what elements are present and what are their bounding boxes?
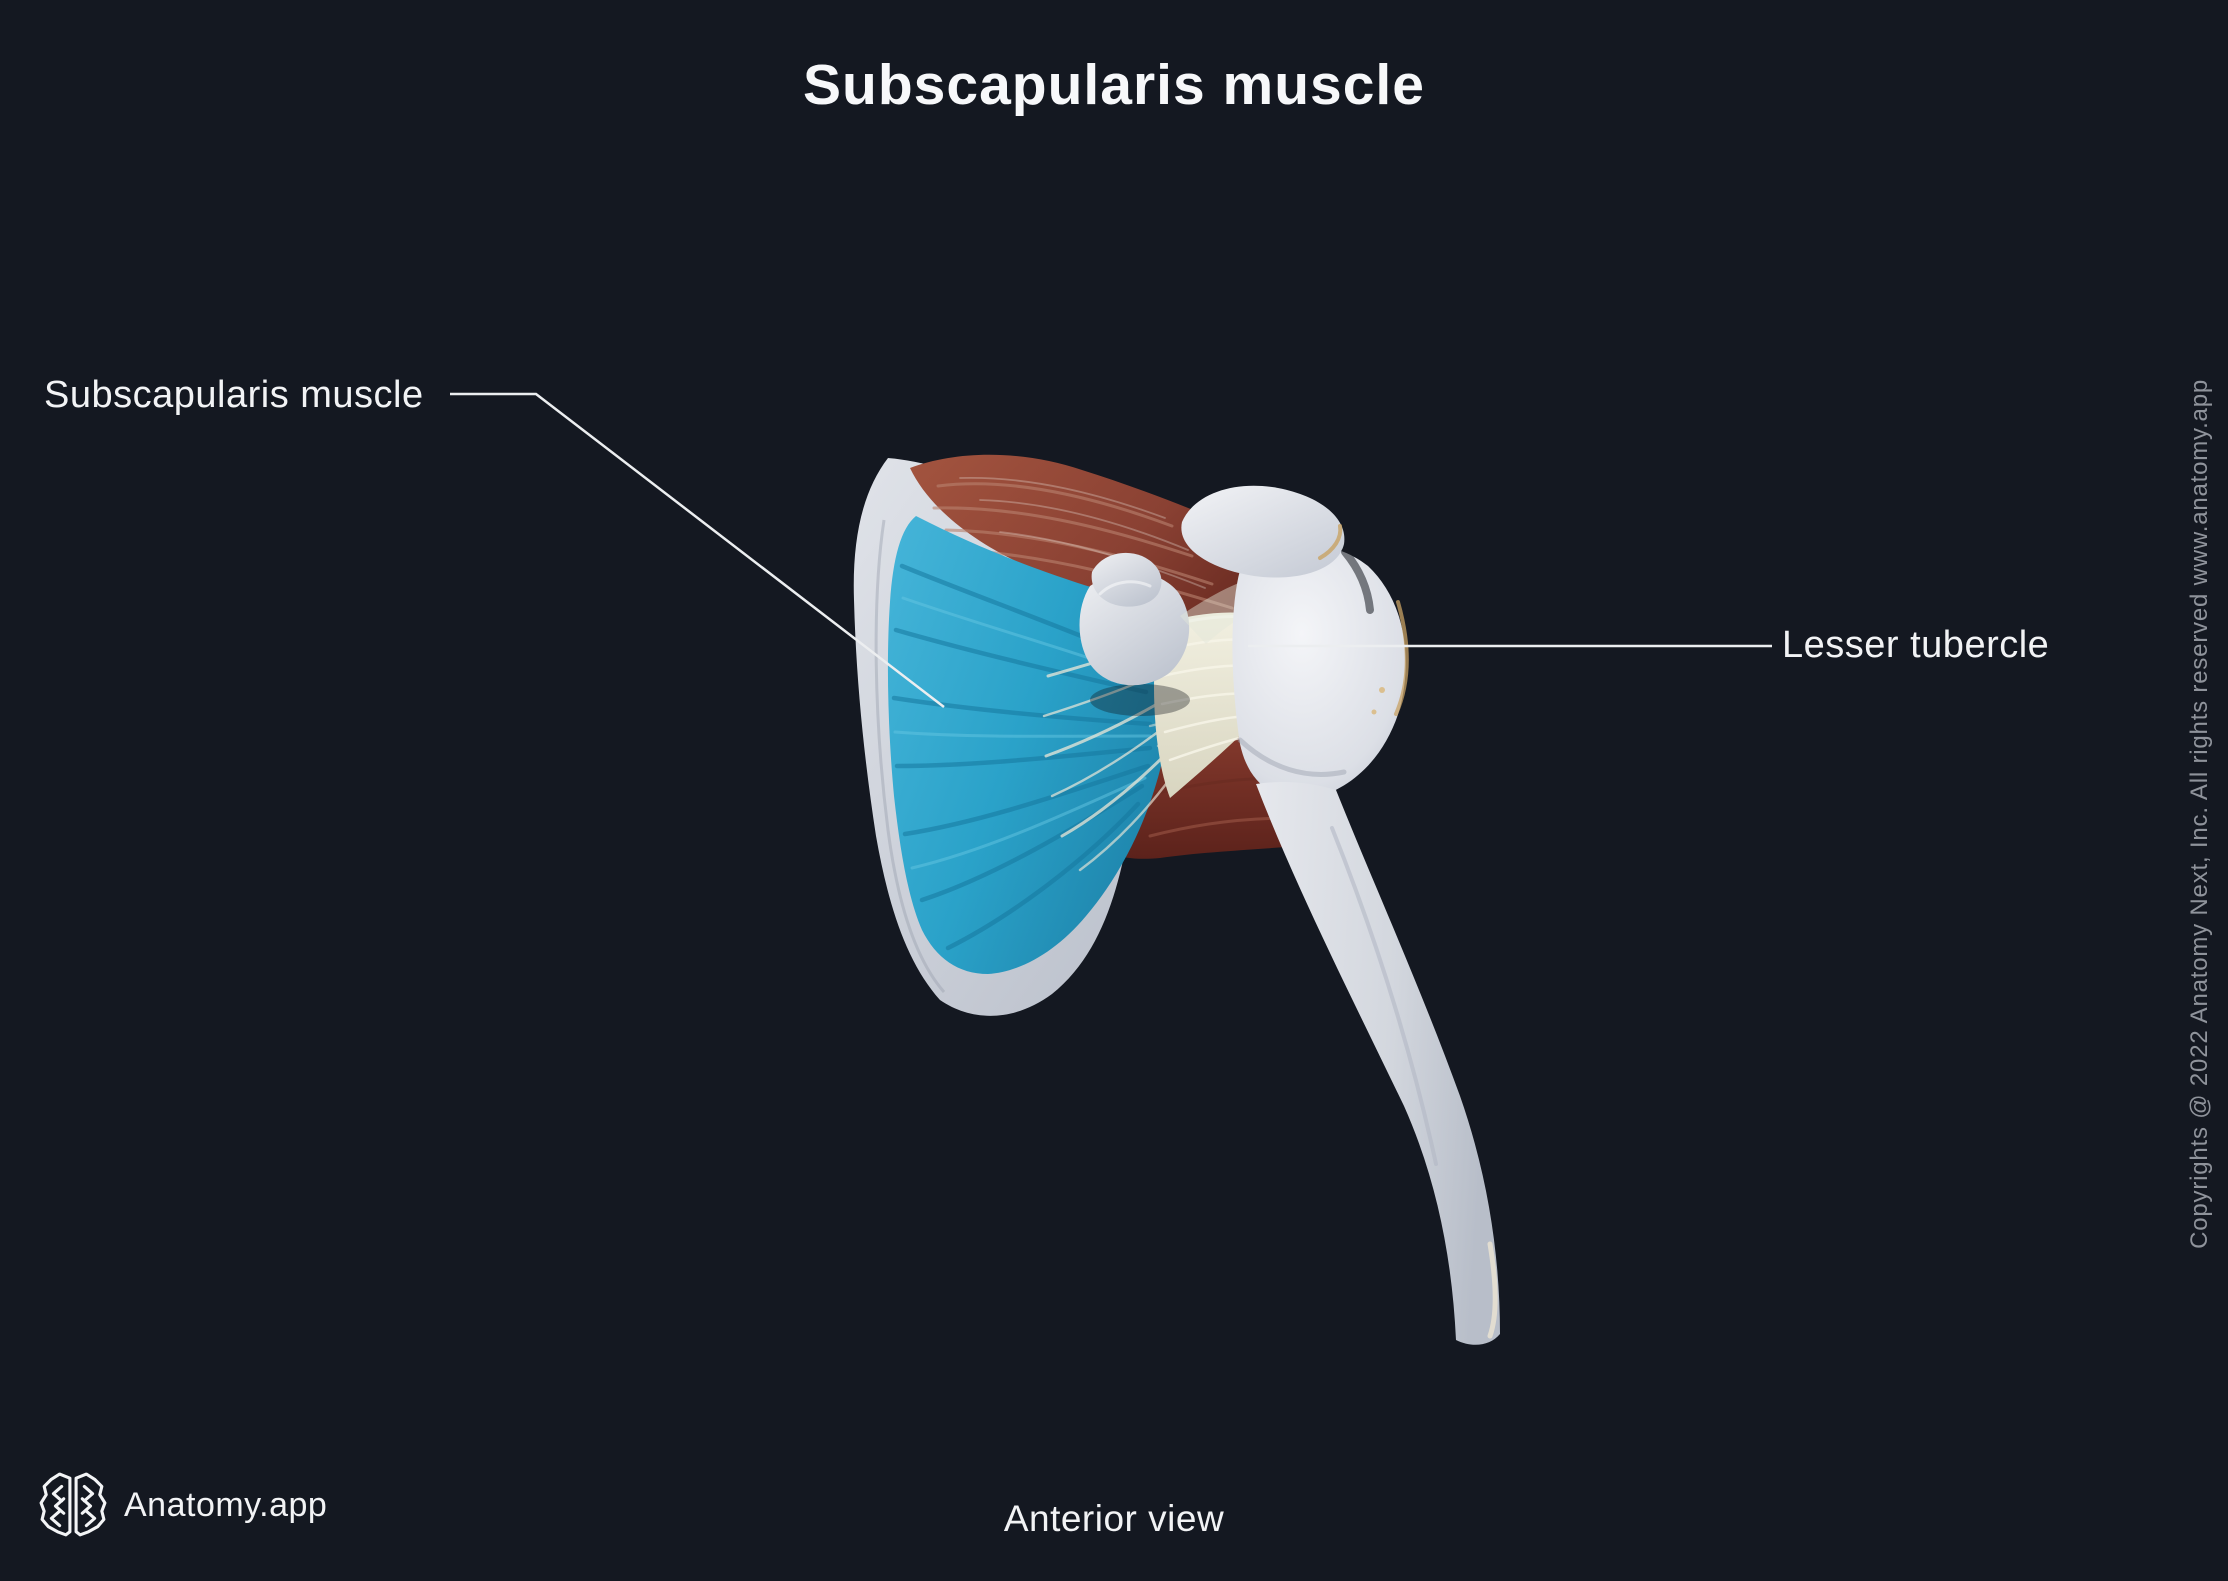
copyright-text: Copyrights @ 2022 Anatomy Next, Inc. All… (2186, 379, 2213, 1249)
label-lesser-tubercle: Lesser tubercle (1782, 624, 2050, 666)
view-caption: Anterior view (1003, 1498, 1225, 1539)
humerus-shaft (1256, 782, 1500, 1345)
brain-icon (39, 1472, 107, 1537)
humeral-head (1232, 544, 1409, 799)
brand-name: Anatomy.app (124, 1486, 328, 1524)
leader-line-subscapularis (450, 392, 945, 708)
copyright-rail: Copyrights @ 2022 Anatomy Next, Inc. All… (2180, 368, 2220, 1260)
coracoid-process (1079, 552, 1190, 716)
page-title: Subscapularis muscle (803, 53, 1425, 117)
acromion (1181, 485, 1374, 614)
label-subscapularis-muscle: Subscapularis muscle (44, 374, 424, 416)
